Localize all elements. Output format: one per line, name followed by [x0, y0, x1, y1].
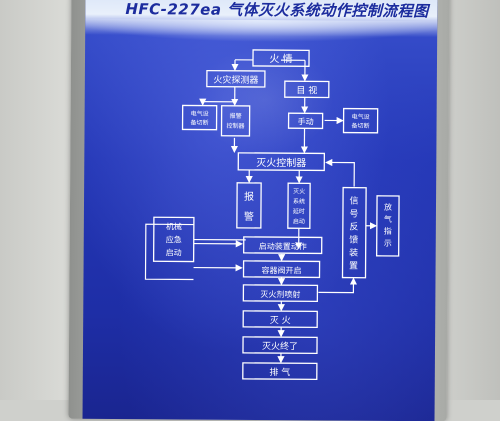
svg-text:馈: 馈 [349, 234, 358, 246]
node-feedback: 信 号 反 馈 装 置 [342, 188, 366, 278]
node-detector-label: 火灾探测器 [213, 74, 258, 86]
node-elec-cutoff-right: 电气设 备切断 [344, 109, 378, 133]
svg-text:灭火终了: 灭火终了 [262, 340, 298, 352]
node-controller: 灭火控制器 [238, 153, 324, 171]
edge-spray-feedback [318, 278, 353, 292]
svg-text:启动: 启动 [166, 247, 182, 257]
node-valve-open: 容器阀开启 [243, 261, 319, 278]
node-discharge-indicator: 放 气 指 示 [377, 196, 399, 256]
svg-text:放: 放 [384, 202, 392, 212]
svg-text:灭火剂喷射: 灭火剂喷射 [260, 289, 300, 299]
svg-text:控制器: 控制器 [227, 122, 245, 130]
node-detector: 火灾探测器 [207, 71, 265, 87]
svg-text:火灾探测器: 火灾探测器 [213, 74, 258, 86]
svg-text:排 气: 排 气 [269, 366, 290, 378]
node-actuator-label: 启动装置动作 [259, 241, 307, 251]
svg-text:启动: 启动 [293, 217, 305, 225]
svg-text:备切断: 备切断 [352, 122, 370, 130]
node-release-delay: 灭火 系统 延时 启动 [288, 183, 310, 228]
node-valve-open-label: 容器阀开启 [262, 265, 302, 275]
svg-text:应急: 应急 [166, 234, 182, 244]
svg-text:反: 反 [349, 222, 358, 233]
svg-text:容器阀开启: 容器阀开启 [262, 265, 302, 275]
node-agent-spray: 灭火剂喷射 [243, 285, 317, 302]
flowchart: 火 情 火灾探测器 目 视 电气设 备切断 报警 控制器 手动 电气设 备切断 [83, 0, 438, 421]
svg-text:延时: 延时 [293, 207, 305, 215]
svg-text:系统: 系统 [293, 197, 305, 205]
svg-text:气: 气 [384, 214, 392, 224]
svg-text:灭 火: 灭 火 [270, 315, 291, 326]
svg-text:报警: 报警 [230, 112, 242, 120]
node-agent-spray-label: 灭火剂喷射 [260, 289, 300, 299]
svg-text:备切断: 备切断 [191, 119, 209, 127]
node-exhaust-label: 排 气 [269, 366, 290, 378]
svg-text:电气设: 电气设 [191, 110, 209, 118]
node-actuator: 启动装置动作 [244, 237, 322, 254]
svg-text:信: 信 [349, 195, 358, 207]
svg-text:灭火: 灭火 [293, 188, 305, 195]
node-fire: 火 情 [253, 50, 309, 66]
node-extinguish: 灭 火 [243, 311, 317, 328]
svg-text:指: 指 [384, 226, 392, 236]
svg-text:灭火控制器: 灭火控制器 [256, 156, 306, 169]
svg-text:手动: 手动 [298, 116, 314, 126]
svg-text:电气设: 电气设 [352, 113, 370, 121]
node-visual-label: 目 视 [296, 84, 317, 96]
svg-text:机械: 机械 [166, 221, 182, 231]
node-alarm-control: 报警 控制器 [221, 106, 249, 136]
svg-text:示: 示 [384, 239, 392, 248]
node-controller-label: 灭火控制器 [256, 156, 306, 169]
svg-text:目 视: 目 视 [296, 84, 317, 96]
svg-text:启动装置动作: 启动装置动作 [259, 241, 307, 251]
node-visual: 目 视 [285, 81, 329, 97]
svg-text:装: 装 [349, 247, 358, 259]
edge-feedback-controller [326, 162, 354, 186]
poster-board: HFC-227ea 气体灭火系统动作控制流程图 [83, 0, 438, 421]
svg-text:号: 号 [349, 209, 358, 220]
node-manual-label: 手动 [298, 116, 314, 126]
node-elec-cutoff-left: 电气设 备切断 [183, 105, 217, 129]
svg-text:警: 警 [244, 210, 254, 223]
svg-text:置: 置 [349, 261, 358, 272]
node-alarm: 报 警 [237, 183, 261, 228]
node-manual: 手动 [289, 113, 323, 128]
node-exhaust: 排 气 [243, 363, 317, 380]
node-end: 灭火终了 [243, 337, 317, 354]
node-fire-label: 火 情 [269, 52, 292, 65]
node-extinguish-label: 灭 火 [270, 315, 291, 326]
node-end-label: 灭火终了 [262, 340, 298, 352]
svg-text:火 情: 火 情 [269, 52, 292, 65]
svg-text:报: 报 [244, 190, 254, 203]
